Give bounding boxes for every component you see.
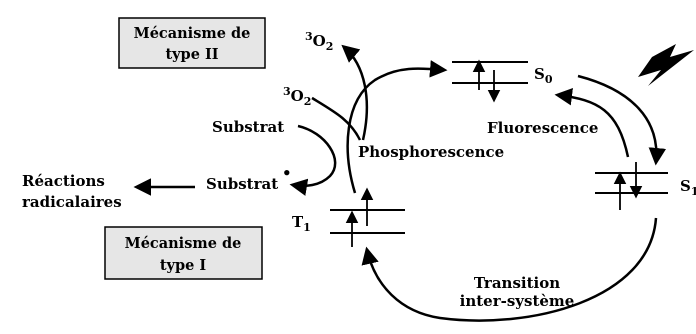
s0-energy-level: [452, 59, 528, 103]
oxygen-top-base: O: [313, 32, 326, 50]
fluorescence-arrow: [554, 88, 630, 158]
s1-energy-level: [595, 162, 668, 210]
type-i-mechanism-box: Mécanisme de type I: [104, 226, 263, 280]
transition-label-line2: inter-système: [460, 292, 575, 310]
oxygen-activation-arrow: [341, 44, 369, 141]
oxygen-top-subscript: 2: [326, 40, 334, 53]
phosphorescence-arrow: [346, 60, 448, 194]
intersystem-crossing-arrow: [361, 217, 658, 322]
t1-energy-level: [330, 187, 405, 247]
substrat-bottom-label: Substrat: [206, 175, 278, 193]
s0-subscript: 0: [545, 73, 553, 86]
radical-dot: •: [282, 164, 292, 182]
s1-base: S: [680, 177, 691, 195]
oxygen-mid-base: O: [291, 87, 304, 105]
type-i-label-line2: type I: [160, 257, 207, 274]
fluorescence-label: Fluorescence: [487, 119, 598, 137]
t1-base: T: [292, 213, 304, 231]
s0-label: S0: [534, 65, 553, 86]
type-ii-mechanism-box: Mécanisme de type II: [118, 17, 266, 69]
t1-label: T1: [292, 213, 311, 234]
s1-label: S1: [680, 177, 696, 198]
triplet-oxygen-label: 3O2: [283, 85, 311, 108]
s0-base: S: [534, 65, 545, 83]
singlet-oxygen-label: 3O2: [305, 30, 333, 53]
transition-label-line1: Transition: [474, 274, 560, 292]
substrat-top-label: Substrat: [212, 118, 284, 136]
s1-subscript: 1: [691, 185, 696, 198]
reactions-label-line1: Réactions: [22, 172, 105, 190]
absorption-arrow: [577, 74, 667, 166]
oxygen-mid-superscript: 3: [283, 85, 291, 98]
phosphorescence-label: Phosphorescence: [358, 143, 504, 161]
type-i-label-line1: Mécanisme de: [125, 235, 242, 252]
type-ii-label-line1: Mécanisme de: [134, 25, 251, 42]
type-ii-label-line2: type II: [165, 46, 218, 63]
reactions-label-line2: radicalaires: [22, 193, 122, 211]
substrate-oxidation-arrow: [289, 124, 337, 196]
t1-subscript: 1: [303, 221, 311, 234]
oxygen-top-superscript: 3: [305, 30, 313, 43]
lightning-icon: [638, 44, 694, 86]
oxygen-mid-subscript: 2: [304, 95, 312, 108]
oxygen-input-curve: [311, 96, 362, 141]
